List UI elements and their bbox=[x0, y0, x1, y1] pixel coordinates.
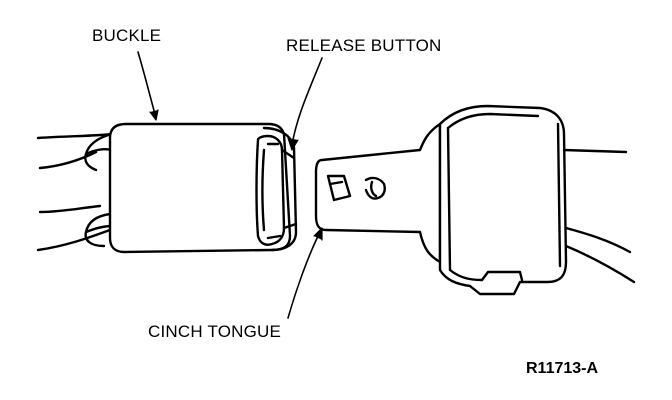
latch-housing bbox=[438, 104, 568, 296]
release-button-leader bbox=[291, 57, 323, 147]
right-webbing bbox=[562, 148, 636, 284]
left-webbing bbox=[36, 132, 114, 252]
buckle-leader bbox=[137, 51, 157, 119]
buckle-body bbox=[108, 122, 298, 254]
label-buckle: BUCKLE bbox=[92, 26, 162, 45]
reference-code: R11713-A bbox=[526, 360, 599, 377]
cinch-tongue bbox=[314, 122, 442, 264]
label-cinch-tongue: CINCH TONGUE bbox=[148, 322, 282, 341]
cinch-tongue-leader bbox=[287, 231, 321, 319]
label-release-button: RELEASE BUTTON bbox=[286, 36, 442, 55]
leader-lines bbox=[137, 51, 323, 319]
